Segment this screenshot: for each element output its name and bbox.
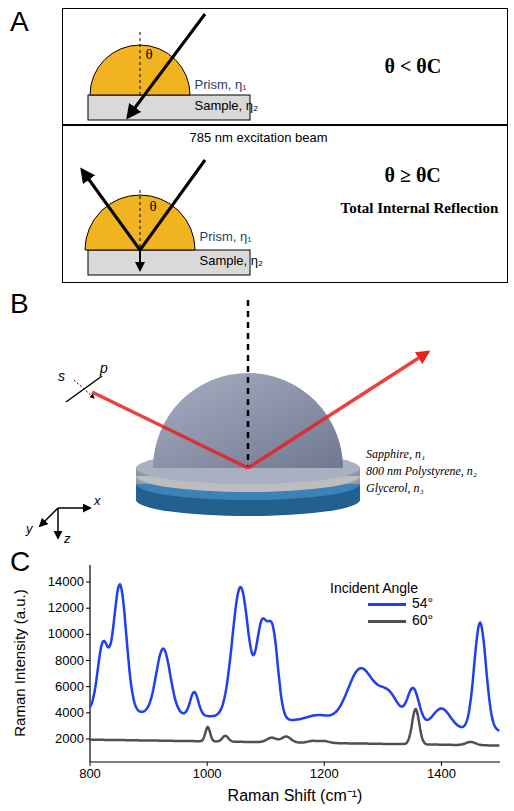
layer-label: 800 nm Polystyrene, n₂ <box>366 465 477 479</box>
row-text: Sample, η₂ <box>195 99 259 114</box>
panel-letter: C <box>10 546 30 578</box>
tick-label: 1200 <box>310 767 339 782</box>
layer-label: Sapphire, n₁ <box>366 448 425 462</box>
axis-label: x <box>94 494 101 509</box>
row-text: Prism, η₁ <box>195 78 247 93</box>
legend-swatch <box>368 603 406 606</box>
spectrum-line <box>90 585 499 731</box>
tick-label: 2000 <box>55 732 84 747</box>
row-text: Total Internal Reflection <box>341 200 499 217</box>
legend-swatch <box>368 620 406 623</box>
row-text: Prism, η₁ <box>200 230 252 245</box>
row-text: 785 nm excitation beam <box>190 131 328 146</box>
axis-label: y <box>26 522 33 537</box>
polarization-label: s <box>58 368 65 384</box>
panel-row: 785 nm excitation beam θPrism, η₁ Sample, … <box>62 125 508 283</box>
legend-text: 54° <box>412 595 433 611</box>
layer-label: Glycerol, n₃ <box>366 482 424 496</box>
axis-title: Raman Intensity (a.u.) <box>11 589 28 737</box>
row-text: Sample, η₂ <box>200 254 264 269</box>
legend-text: 60° <box>412 612 433 628</box>
panel-letter: A <box>10 6 29 38</box>
axis-title: Raman Shift (cm⁻¹) <box>228 787 363 805</box>
panel-row: θPrism, η₁ Sample, η₂ θ < θC <box>62 8 508 125</box>
spectrum-line <box>90 709 499 745</box>
tick-label: 4000 <box>55 705 84 720</box>
tick-label: 1000 <box>193 767 222 782</box>
tick-label: 12000 <box>48 601 84 616</box>
tick-label: 8000 <box>55 653 84 668</box>
tick-label: 1400 <box>427 767 456 782</box>
polarization-label: p <box>100 360 108 376</box>
tick-label: 800 <box>79 767 101 782</box>
tick-label: 14000 <box>48 575 84 590</box>
row-text: θ <box>150 198 157 215</box>
sample-stack <box>92 300 428 516</box>
polarization-symbol <box>66 376 102 402</box>
chart-axes <box>86 565 500 766</box>
tick-label: 10000 <box>48 627 84 642</box>
row-text: θ ≥ θC <box>385 164 441 187</box>
panel-letter: B <box>10 288 29 320</box>
row-text: θ < θC <box>385 55 442 78</box>
legend-title: Incident Angle <box>330 580 418 596</box>
axis-label: z <box>64 532 71 547</box>
tick-label: 6000 <box>55 679 84 694</box>
row-text: θ <box>146 46 153 63</box>
